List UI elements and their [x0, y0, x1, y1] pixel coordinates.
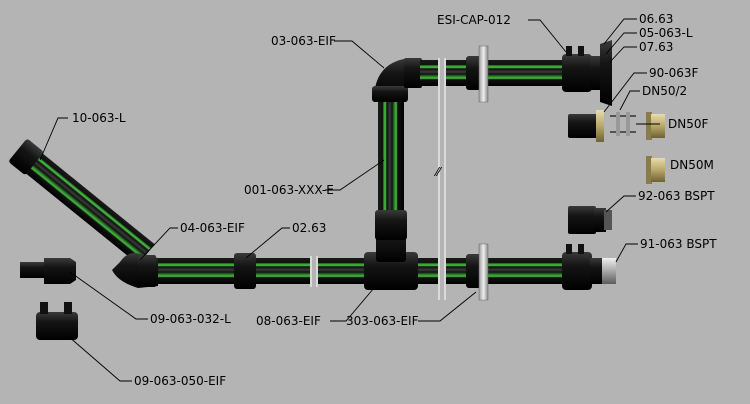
part-dn50-2-bolts: [610, 112, 636, 136]
label-303-063-eif: 303-063-EIF: [346, 314, 419, 328]
leader-lines: [39, 18, 660, 382]
label-91-063-bspt: 91-063 BSPT: [640, 237, 717, 251]
part-labels: 10-063-L 03-063-EIF ESI-CAP-012 06.63 05…: [72, 12, 717, 388]
label-04-063-eif: 04-063-EIF: [180, 221, 245, 235]
part-90-063f: [568, 110, 604, 142]
label-07-63: 07.63: [639, 40, 673, 54]
label-08-063-eif: 08-063-EIF: [256, 314, 321, 328]
label-90-063f: 90-063F: [649, 66, 699, 80]
part-dn50m: [646, 156, 665, 184]
label-09-063-050-eif: 09-063-050-EIF: [134, 374, 226, 388]
elbow-03-063-eif: [372, 58, 422, 102]
label-09-063-032-l: 09-063-032-L: [150, 312, 231, 326]
coupler-02-63: [234, 253, 256, 289]
label-dn50m: DN50M: [670, 158, 714, 172]
fitting-91-063-bspt: [562, 244, 616, 290]
part-92-063-bspt: [568, 206, 612, 234]
flange-303-063-eif: [466, 243, 489, 301]
label-92-063-bspt: 92-063 BSPT: [638, 189, 715, 203]
top-pipe-run: ⁄⁄: [420, 40, 612, 308]
adapter-09-063-032-l: [20, 258, 76, 284]
diagonal-pipe: [9, 139, 155, 265]
elbow-04-063-eif: [112, 253, 158, 288]
riser-001-063-xxx-e: [375, 94, 407, 240]
label-02-63: 02.63: [292, 221, 326, 235]
label-03-063-eif: 03-063-EIF: [271, 34, 336, 48]
label-001-063-xxx-e: 001-063-XXX-E: [244, 183, 334, 197]
label-10-063-l: 10-063-L: [72, 111, 126, 125]
label-06-63: 06.63: [639, 12, 673, 26]
part-dn50f: [646, 112, 665, 140]
label-esi-cap-012: ESI-CAP-012: [437, 13, 511, 27]
adapter-09-063-050-eif: [36, 302, 78, 340]
svg-text:⁄⁄: ⁄⁄: [433, 165, 443, 179]
label-dn50-2: DN50/2: [642, 84, 687, 98]
label-05-063-l: 05-063-L: [639, 26, 693, 40]
label-dn50f: DN50F: [668, 117, 708, 131]
